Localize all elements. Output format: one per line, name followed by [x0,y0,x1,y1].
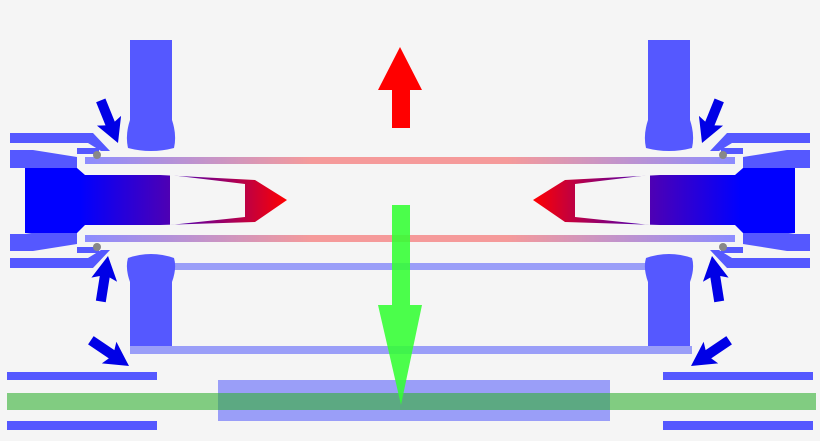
guide-rail [172,263,650,270]
green-band [7,393,816,410]
arrow-down-icon [378,205,422,405]
tube-top [85,157,735,164]
arrow-up-icon [378,47,422,128]
